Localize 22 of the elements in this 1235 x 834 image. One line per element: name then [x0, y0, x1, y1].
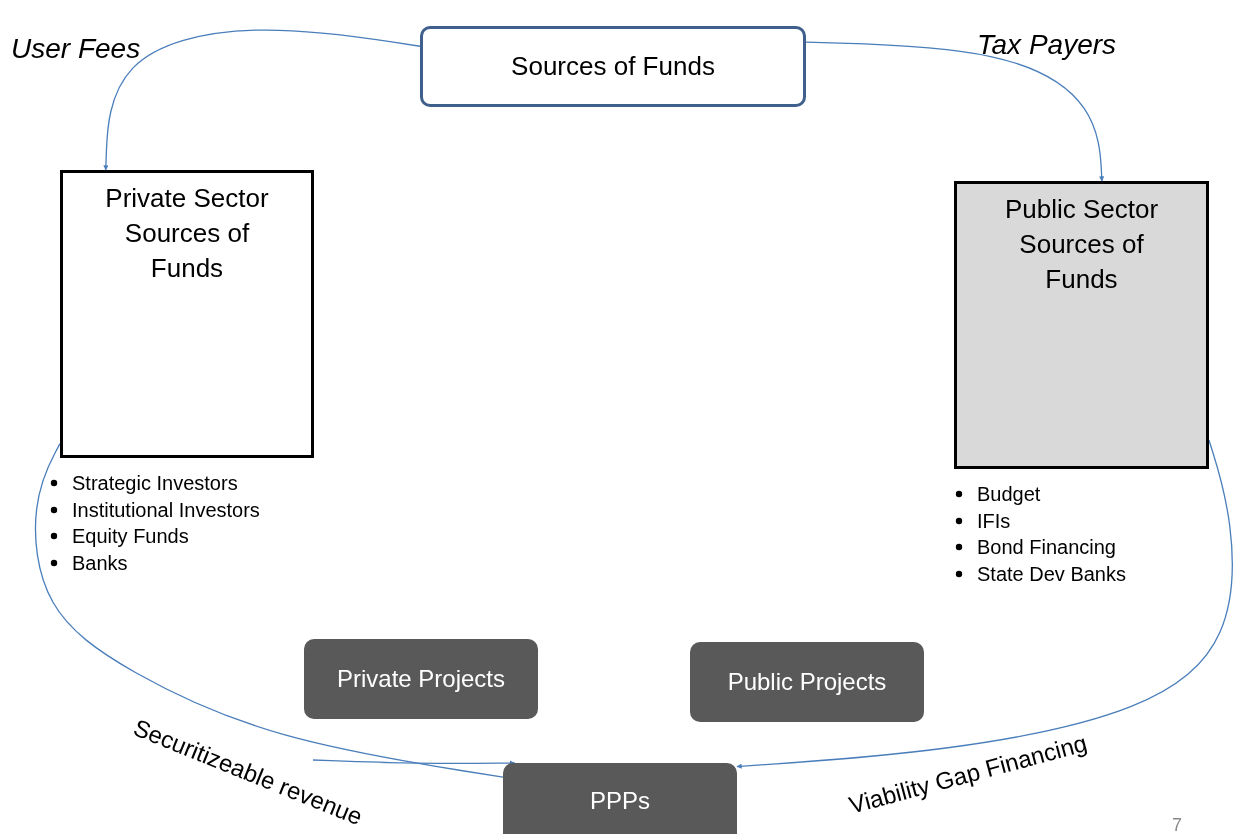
list-item: Budget	[977, 482, 1041, 507]
arrow	[312, 759, 516, 766]
arrow	[103, 29, 421, 171]
list-item: State Dev Banks	[977, 561, 1126, 587]
page-number: 7	[1172, 816, 1182, 834]
title-box: Sources of Funds	[420, 26, 806, 107]
flow-label: Tax Payers	[977, 30, 1117, 61]
public-sector-box: Public Sector Sources of Funds	[954, 181, 1209, 469]
project-box: Private Projects	[304, 639, 538, 719]
list-item: Equity Funds	[72, 524, 189, 549]
connector-line	[34, 442, 504, 778]
arrow	[805, 41, 1105, 182]
list-item: Strategic Investors	[72, 471, 238, 496]
ppp-box: PPPs	[503, 763, 737, 834]
flow-label: User Fees	[11, 34, 141, 65]
arrow	[736, 439, 1233, 769]
project-box: Public Projects	[690, 642, 924, 722]
private-sector-box: Private Sector Sources of Funds	[60, 170, 314, 458]
list-item: Banks	[72, 550, 128, 576]
list-item: Bond Financing	[977, 535, 1116, 560]
list-item: Institutional Investors	[72, 497, 260, 523]
list-item: IFIs	[977, 508, 1011, 534]
